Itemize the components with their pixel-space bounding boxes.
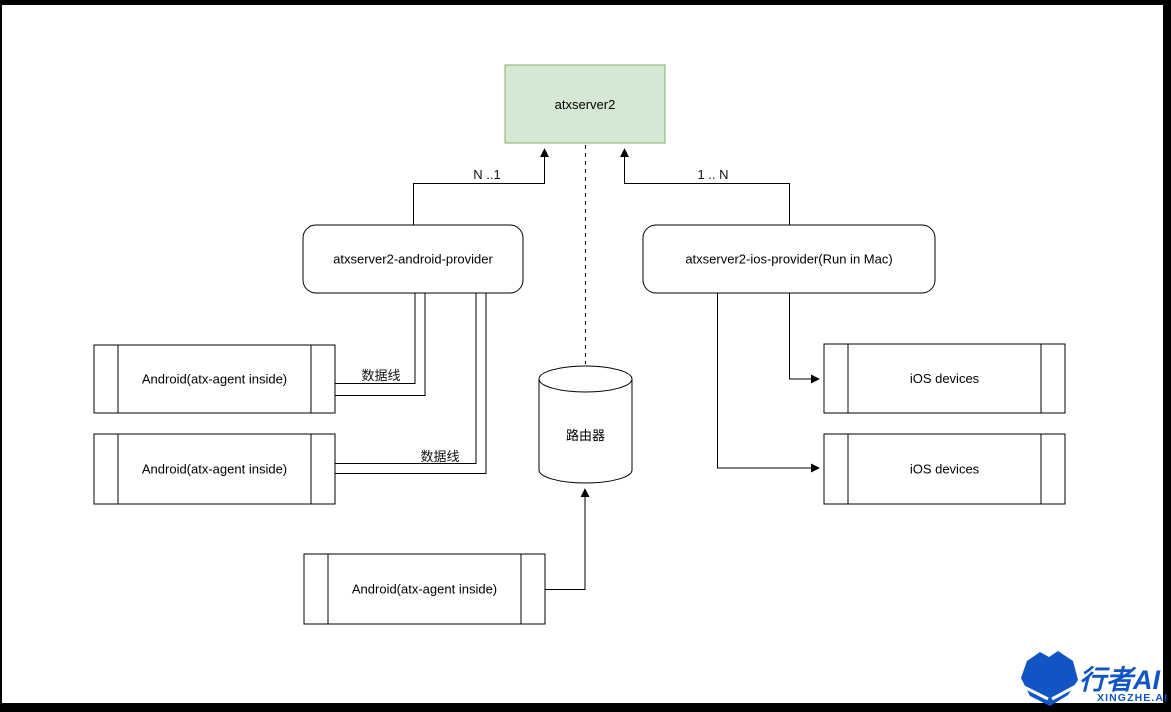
node-ios-provider: atxserver2-ios-provider(Run in Mac) xyxy=(642,224,936,294)
gem-facet-line xyxy=(1021,684,1049,701)
edge-ios-provider-to-device-top xyxy=(789,293,820,384)
android-device-middle-box xyxy=(93,433,336,505)
edge-label-usb-cable-middle: 数据线 xyxy=(420,449,459,464)
node-ios-device-bottom: iOS devices xyxy=(823,433,1066,505)
ios-device-bottom-box xyxy=(823,433,1066,505)
node-android-device-bottom: Android(atx-agent inside) xyxy=(303,553,546,625)
edge-ios-provider-to-device-bottom xyxy=(717,293,820,473)
edge-usb-cable-middle-line1 xyxy=(335,293,477,464)
ios-provider-box xyxy=(642,224,936,294)
android-device-middle-label: Android(atx-agent inside) xyxy=(142,462,287,477)
node-android-device-top: Android(atx-agent inside) xyxy=(93,344,336,414)
edges xyxy=(335,145,820,590)
edge-android-bottom-to-router xyxy=(545,488,590,590)
android-device-bottom-box xyxy=(303,553,546,625)
edge-usb-cable-top-line2 xyxy=(335,293,426,396)
ios-device-bottom-label: iOS devices xyxy=(910,462,980,477)
edge-usb-cable-top-line1 xyxy=(335,293,416,384)
watermark-site-text: XINGZHE.AI xyxy=(1097,692,1168,704)
node-router: 路由器 xyxy=(538,365,633,484)
router-cylinder-body xyxy=(538,379,633,484)
android-device-top-box xyxy=(93,344,336,414)
edge-ios-provider-to-server xyxy=(620,148,790,225)
router-label: 路由器 xyxy=(566,428,605,443)
node-android-device-middle: Android(atx-agent inside) xyxy=(93,433,336,505)
android-provider-label: atxserver2-android-provider xyxy=(333,252,493,267)
ios-device-top-label: iOS devices xyxy=(910,371,980,386)
node-server: atxserver2 xyxy=(504,64,666,144)
edge-usb-cable-middle-line2 xyxy=(335,293,487,474)
node-android-provider: atxserver2-android-provider xyxy=(302,224,524,294)
edge-label-usb-cable-top: 数据线 xyxy=(361,368,400,383)
edge-label-ios-cardinality: 1 .. N xyxy=(697,167,728,182)
ios-device-top-box xyxy=(823,343,1066,414)
node-ios-device-top: iOS devices xyxy=(823,343,1066,414)
android-device-bottom-label: Android(atx-agent inside) xyxy=(352,582,497,597)
edge-android-provider-to-server xyxy=(413,148,549,225)
server-box xyxy=(504,64,666,144)
ios-provider-label: atxserver2-ios-provider(Run in Mac) xyxy=(685,252,892,267)
router-cylinder-top xyxy=(538,365,633,393)
watermark-logo: 行者AI XINGZHE.AI xyxy=(1021,651,1168,706)
watermark-brand-text: 行者AI xyxy=(1079,665,1160,695)
server-label: atxserver2 xyxy=(555,97,616,112)
android-provider-box xyxy=(302,224,524,294)
android-device-top-label: Android(atx-agent inside) xyxy=(142,372,287,387)
gem-facet-line xyxy=(1051,684,1077,701)
edge-label-android-cardinality: N ..1 xyxy=(473,167,500,182)
